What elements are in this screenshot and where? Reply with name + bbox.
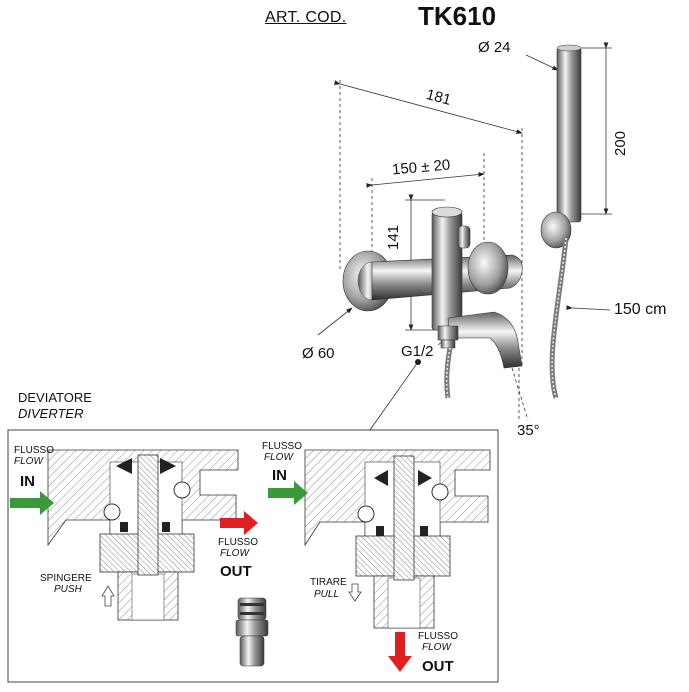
mixer-lever — [457, 225, 471, 249]
diverter-section-pull — [304, 449, 491, 629]
right-flange — [467, 241, 509, 295]
left-out-label-en: FLOW — [220, 548, 249, 559]
pull-arrow-icon — [348, 583, 362, 602]
left-in-direction: IN — [20, 473, 35, 490]
flow-out-arrow-right — [388, 632, 412, 672]
pull-label-en: PULL — [314, 589, 340, 600]
dim-hose-length: 150 cm — [614, 301, 667, 318]
diverter-cartridge — [235, 597, 269, 667]
right-out-direction: OUT — [422, 658, 454, 675]
hand-shower-set — [444, 44, 582, 399]
left-out-label: FLUSSO — [218, 537, 259, 548]
dim-shower-length: 200 — [612, 130, 629, 156]
dim-height: 141 — [385, 224, 402, 250]
diverter-title: DEVIATORE — [18, 390, 92, 405]
pull-label: TIRARE — [310, 577, 347, 588]
right-in-label-en: FLOW — [264, 452, 293, 463]
dim-thread: G1/2 — [401, 343, 434, 360]
flow-out-arrow-left — [220, 511, 258, 535]
shower-hose — [549, 237, 569, 399]
product-code: TK610 — [418, 1, 497, 31]
dim-handle-diameter: Ø 24 — [478, 39, 511, 56]
left-in-label-en: FLOW — [14, 456, 43, 467]
art-code-label: ART. COD. — [265, 9, 347, 26]
push-arrow-icon — [101, 585, 115, 607]
dim-flange-diameter: Ø 60 — [302, 345, 335, 362]
spout — [447, 311, 523, 369]
dimension-lines — [317, 42, 612, 431]
left-out-direction: OUT — [220, 563, 252, 580]
cartridge-column — [431, 211, 463, 331]
diverter-section-push — [47, 449, 239, 621]
right-in-direction: IN — [272, 467, 287, 484]
right-out-label-en: FLOW — [422, 642, 451, 653]
flow-in-arrow-left — [10, 491, 54, 515]
push-label: SPINGERE — [40, 573, 92, 584]
bath-mixer — [342, 206, 523, 369]
dim-angle: 35° — [517, 422, 540, 439]
hand-shower — [556, 46, 582, 223]
left-in-label: FLUSSO — [14, 445, 55, 456]
right-out-label: FLUSSO — [418, 631, 459, 642]
flow-in-arrow-right — [268, 481, 308, 505]
right-in-label: FLUSSO — [262, 441, 303, 452]
push-label-en: PUSH — [54, 584, 82, 595]
diverter-title-en: DIVERTER — [18, 406, 84, 421]
